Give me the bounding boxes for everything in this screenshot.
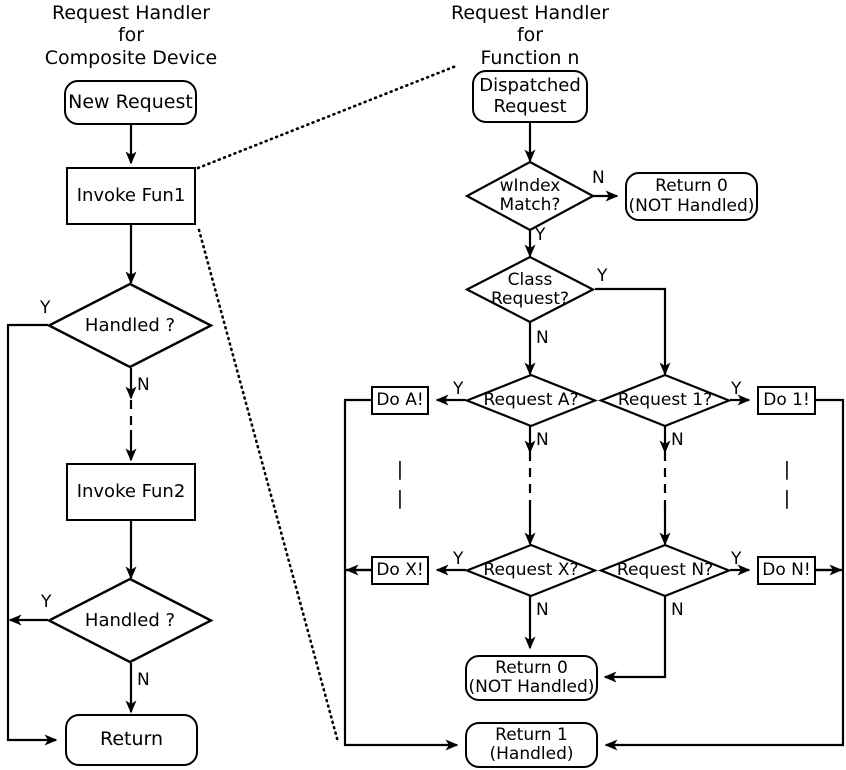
ellipsis-dash-1: | [396,458,404,480]
edge-label-class-yes: Y [597,266,608,286]
node-return0-top[interactable]: Return 0 (NOT Handled) [625,172,758,221]
node-do-a[interactable]: Do A! [371,386,429,415]
right-flow-title: Request Handler for Function n [450,2,610,69]
node-windex-match[interactable]: wIndex Match? [464,160,596,232]
node-request-x[interactable]: Request X? [464,543,598,598]
left-flow-title: Request Handler for Composite Device [44,2,218,69]
node-dispatched-request[interactable]: Dispatched Request [472,70,588,123]
node-return1[interactable]: Return 1 (Handled) [465,722,598,768]
node-class-request[interactable]: Class Request? [464,255,596,324]
edge-label-request-1-no: N [671,430,684,450]
edge-label-request-x-no: N [536,600,549,620]
edge-label-windex-no: N [592,168,605,188]
node-return0-bottom[interactable]: Return 0 (NOT Handled) [465,655,598,701]
node-windex-match-label: wIndex Match? [499,176,561,215]
edge-label-request-x-yes: Y [453,549,464,569]
node-request-n[interactable]: Request N? [598,543,732,598]
edge-label-request-1-yes: Y [731,379,742,399]
edge-label-handled1-no: N [137,375,150,395]
node-request-n-label: Request N? [616,560,714,581]
node-class-request-label: Class Request? [490,269,570,309]
edge-label-class-no: N [536,328,549,348]
edge-label-request-n-no: N [671,600,684,620]
node-invoke-fun1[interactable]: Invoke Fun1 [66,167,196,225]
node-invoke-fun2[interactable]: Invoke Fun2 [66,463,196,521]
edge-label-request-a-no: N [536,430,549,450]
node-handled-1-label: Handled ? [84,314,176,336]
edge-label-request-n-yes: Y [731,549,742,569]
node-request-a[interactable]: Request A? [464,373,598,428]
edge-label-handled1-yes: Y [40,298,51,318]
ellipsis-right-column: | | [780,460,794,508]
node-return-left[interactable]: Return [65,714,198,766]
node-handled-1[interactable]: Handled ? [46,282,214,369]
edge-label-handled2-yes: Y [41,592,52,612]
node-request-1-label: Request 1? [617,390,713,411]
edge-label-windex-yes: Y [535,225,546,245]
node-do-x[interactable]: Do X! [371,556,429,585]
node-handled-2-label: Handled ? [84,609,176,631]
ellipsis-dash-2: | [396,487,404,509]
node-do-1[interactable]: Do 1! [757,386,816,415]
edge-label-request-a-yes: Y [453,379,464,399]
node-new-request[interactable]: New Request [64,80,197,125]
ellipsis-left-column: | | [393,460,407,508]
node-do-n[interactable]: Do N! [757,556,816,585]
ellipsis-dash-4: | [783,487,791,509]
node-request-x-label: Request X? [483,560,579,581]
node-request-1[interactable]: Request 1? [598,373,732,428]
ellipsis-dash-3: | [783,458,791,480]
edge-label-handled2-no: N [137,670,150,690]
node-handled-2[interactable]: Handled ? [46,577,214,664]
node-request-a-label: Request A? [483,390,579,411]
